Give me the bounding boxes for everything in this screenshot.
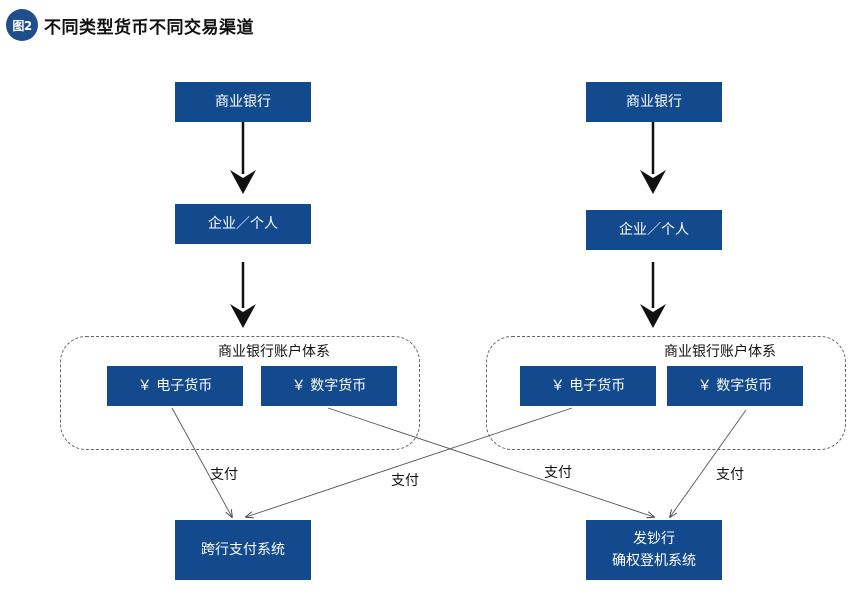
- right-enterprise-individual-box: 企业／个人: [586, 210, 722, 250]
- issuer-rights-registration-box: 发钞行 确权登机系统: [586, 520, 722, 580]
- edge-right-digital-to-issuer: [670, 409, 747, 517]
- payment-label-center-right: 支付: [544, 465, 572, 481]
- right-electronic-money-box: ￥ 电子货币: [520, 366, 656, 406]
- edge-right-emoney-to-interbank: [246, 407, 573, 517]
- payment-label-center-left: 支付: [391, 473, 419, 489]
- figure-badge: 图2: [6, 9, 38, 41]
- arrow-left-party-to-system: [230, 262, 256, 328]
- right-bank-account-system-label: 商业银行账户体系: [664, 344, 776, 360]
- left-digital-money-box: ￥ 数字货币: [261, 366, 397, 406]
- arrow-left-bank-to-party: [230, 122, 256, 194]
- arrow-right-bank-to-party: [640, 122, 666, 194]
- figure-title: 不同类型货币不同交易渠道: [44, 17, 254, 38]
- right-digital-money-box: ￥ 数字货币: [667, 366, 803, 406]
- issuer-box-line1: 发钞行: [633, 531, 675, 547]
- left-bank-account-system-group: [60, 336, 420, 450]
- left-commercial-bank-box: 商业银行: [175, 82, 311, 122]
- payment-label-right: 支付: [716, 467, 744, 483]
- left-enterprise-individual-box: 企业／个人: [175, 204, 311, 244]
- left-bank-account-system-label: 商业银行账户体系: [218, 344, 330, 360]
- interbank-payment-system-box: 跨行支付系统: [175, 520, 311, 580]
- issuer-box-line2: 确权登机系统: [612, 553, 696, 569]
- payment-label-left: 支付: [210, 467, 238, 483]
- edge-left-digital-to-issuer: [327, 407, 654, 517]
- left-electronic-money-box: ￥ 电子货币: [107, 366, 243, 406]
- right-bank-account-system-group: [486, 336, 846, 450]
- arrow-right-party-to-system: [640, 262, 666, 328]
- edge-left-emoney-to-interbank: [171, 407, 232, 517]
- right-commercial-bank-box: 商业银行: [586, 82, 722, 122]
- figure-header: 图2 不同类型货币不同交易渠道: [6, 8, 254, 42]
